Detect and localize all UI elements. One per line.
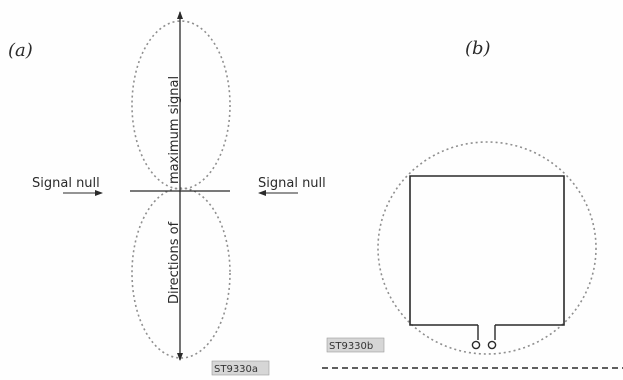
tag-b-box [326, 337, 385, 353]
tag-a-box [211, 360, 270, 376]
loop-antenna [409, 175, 565, 326]
terminal-left [471, 340, 481, 350]
upper-lobe-pattern [131, 20, 231, 190]
directions-of-label: Directions of [167, 221, 182, 304]
circular-pattern [377, 141, 597, 355]
panel-a-label: (a) [8, 40, 33, 61]
signal-null-right-label: Signal null [258, 176, 326, 191]
signal-null-left-label: Signal null [32, 176, 100, 191]
panel-b-label: (b) [465, 38, 491, 59]
tag-a: ST9330a [214, 364, 258, 375]
tag-b: ST9330b [329, 341, 373, 352]
panel-a: (a) Signal null Signal null maximum sign… [8, 11, 326, 376]
terminal-right [487, 340, 497, 350]
panel-b: (b) ST9330b [322, 38, 623, 369]
maximum-signal-label: maximum signal [167, 76, 182, 184]
